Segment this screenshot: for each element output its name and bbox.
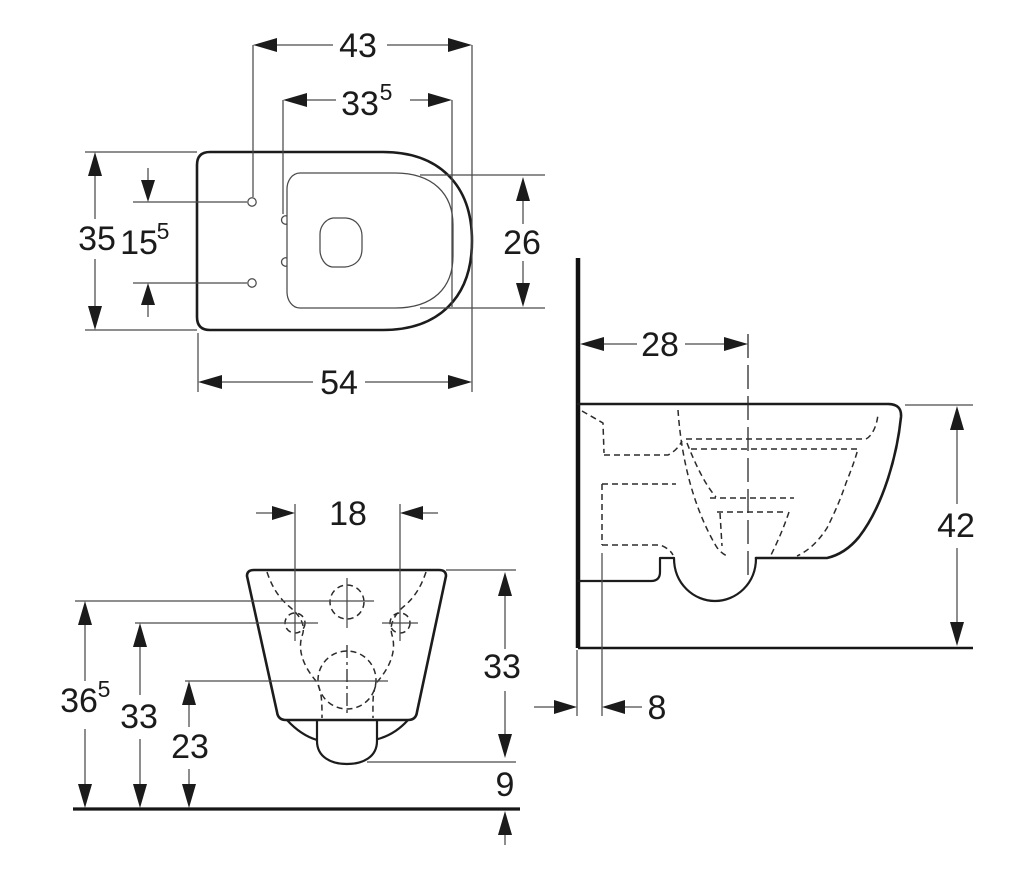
front-view-leaders xyxy=(75,504,516,763)
dim-fixing-hole-spacing-label: 18 xyxy=(329,495,367,533)
top-view-outer-outline xyxy=(195,150,474,332)
dim-overall-depth: 54 xyxy=(198,364,472,402)
dim-overall-depth-label: 54 xyxy=(320,364,358,402)
seat-hole-top xyxy=(247,197,257,207)
top-view: 43 33 5 35 15 5 xyxy=(78,27,545,402)
dim-fixing-hole-spacing: 18 xyxy=(256,495,438,533)
dim-rim-height: 42 xyxy=(937,406,975,646)
dim-outlet-center-height-label: 23 xyxy=(171,728,209,766)
top-view-inner-rim xyxy=(286,172,454,309)
side-hidden-outlet-duct xyxy=(601,483,676,556)
water-supply-hole xyxy=(329,584,365,620)
dim-wall-to-pipe-center: 8 xyxy=(534,689,666,727)
side-hidden-rim-bottom xyxy=(691,448,859,557)
dim-overall-width-label: 43 xyxy=(339,27,377,65)
dim-fixing-hole-height: 33 xyxy=(120,623,158,808)
dim-side-depth-label: 35 xyxy=(78,220,116,258)
outlet-hole xyxy=(317,650,377,710)
dim-overall-width: 43 xyxy=(253,27,472,65)
dim-hole-spacing-label: 15 xyxy=(120,224,158,262)
front-view-skirt-left xyxy=(285,718,319,742)
dim-bowl-inner-length: 26 xyxy=(503,177,541,307)
seat-hole-bottom xyxy=(247,278,257,288)
side-view-bowl-profile xyxy=(576,402,903,560)
dim-supply-height: 36 5 xyxy=(60,601,110,808)
front-view-body xyxy=(245,568,448,722)
side-hidden-bowl-back xyxy=(677,409,728,557)
leader-lines-top-view xyxy=(85,45,545,392)
side-view-leaders xyxy=(576,404,973,716)
dim-fixing-hole-height-label: 33 xyxy=(120,698,158,736)
side-view-outlet-bump xyxy=(672,556,758,603)
front-view-skirt-right xyxy=(376,718,410,741)
side-hidden-rim-top xyxy=(686,413,879,440)
dim-outlet-to-floor-label: 9 xyxy=(496,766,515,804)
dim-inner-width: 33 5 xyxy=(283,79,452,123)
front-view-outlet-pipe xyxy=(315,719,379,766)
dim-inner-width-sup: 5 xyxy=(380,79,393,105)
dim-depth-to-outlet-center: 28 xyxy=(580,326,748,364)
dim-outlet-to-floor: 9 xyxy=(496,766,515,845)
side-view: 28 42 8 xyxy=(534,258,975,727)
side-hidden-funnel xyxy=(686,442,794,556)
dim-supply-height-label: 36 xyxy=(60,682,98,720)
top-view-drain-outline xyxy=(319,217,363,268)
dim-supply-height-sup: 5 xyxy=(98,676,111,702)
dim-rim-height-label: 42 xyxy=(937,507,975,545)
dim-wall-to-pipe-center-label: 8 xyxy=(648,689,667,727)
dim-hole-spacing: 15 5 xyxy=(120,168,169,317)
dim-outlet-center-height: 23 xyxy=(171,681,209,808)
front-view: 18 36 5 33 23 33 xyxy=(60,495,521,845)
rim-notch-bottom xyxy=(280,257,288,267)
dim-hole-spacing-sup: 5 xyxy=(157,218,170,244)
dim-bowl-inner-length-label: 26 xyxy=(503,224,541,262)
rim-notch-top xyxy=(280,215,288,225)
dim-rim-to-outlet-label: 33 xyxy=(483,648,521,686)
dim-inner-width-label: 33 xyxy=(341,85,379,123)
dim-side-depth: 35 xyxy=(78,152,116,330)
side-hidden-flush-inlet xyxy=(581,410,683,456)
side-view-wall-step xyxy=(576,556,676,583)
dim-rim-to-outlet: 33 xyxy=(483,572,521,758)
dim-depth-to-outlet-center-label: 28 xyxy=(641,326,679,364)
